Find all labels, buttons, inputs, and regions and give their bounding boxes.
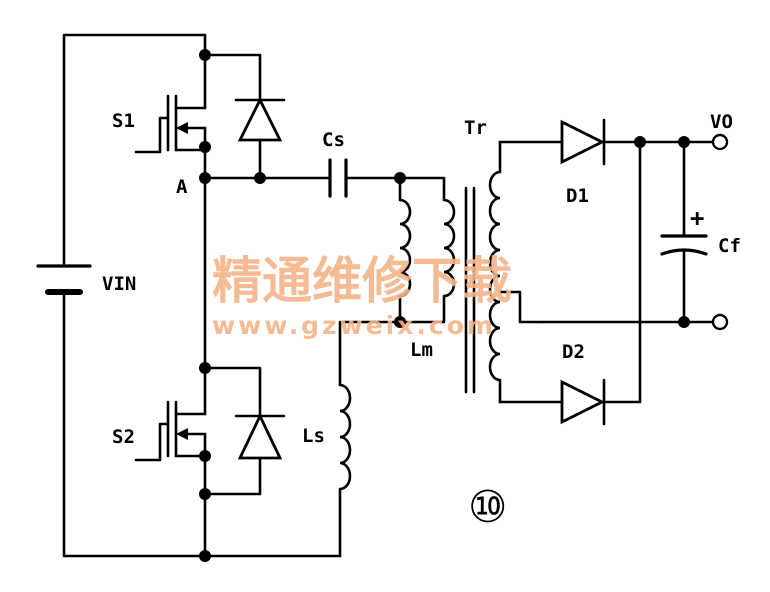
cs-label: Cs — [322, 129, 345, 151]
return-terminal — [711, 313, 729, 331]
diode-d2 — [498, 140, 642, 426]
switch-s2 — [134, 366, 207, 558]
supply-loop-wires — [62, 33, 207, 558]
transformer-core — [464, 186, 476, 394]
ls-label: Ls — [302, 425, 325, 447]
vo-label: VO — [710, 111, 733, 133]
switch-s1 — [134, 33, 207, 180]
inductor-ls — [203, 320, 402, 558]
cf-label: Cf — [718, 235, 741, 257]
capacitor-cs — [328, 158, 402, 198]
transformer-secondary — [488, 140, 544, 404]
node-a-wires — [203, 176, 332, 370]
d1-label: D1 — [566, 185, 589, 207]
capacitor-cf — [660, 140, 708, 324]
watermark-url: www.gzweix.com — [212, 311, 496, 340]
diode-s1-body — [203, 53, 286, 180]
vo-terminal — [711, 133, 729, 151]
junction-dots — [199, 49, 690, 562]
d2-label: D2 — [562, 341, 585, 363]
figure-number: ⑩ — [468, 482, 507, 533]
diode-d1 — [498, 118, 716, 166]
vin-label: VIN — [102, 273, 136, 295]
node-a-label: A — [176, 176, 188, 198]
lm-label: Lm — [410, 339, 433, 361]
s2-label: S2 — [112, 426, 135, 448]
battery-vin — [36, 264, 92, 295]
tr-label: Tr — [464, 117, 487, 139]
cf-polarity-label: + — [690, 204, 704, 232]
s1-label: S1 — [112, 110, 135, 132]
transformer-primary — [398, 176, 456, 324]
watermark-cn: 精通维修下载 — [212, 252, 512, 310]
diode-s2-body — [203, 366, 286, 496]
